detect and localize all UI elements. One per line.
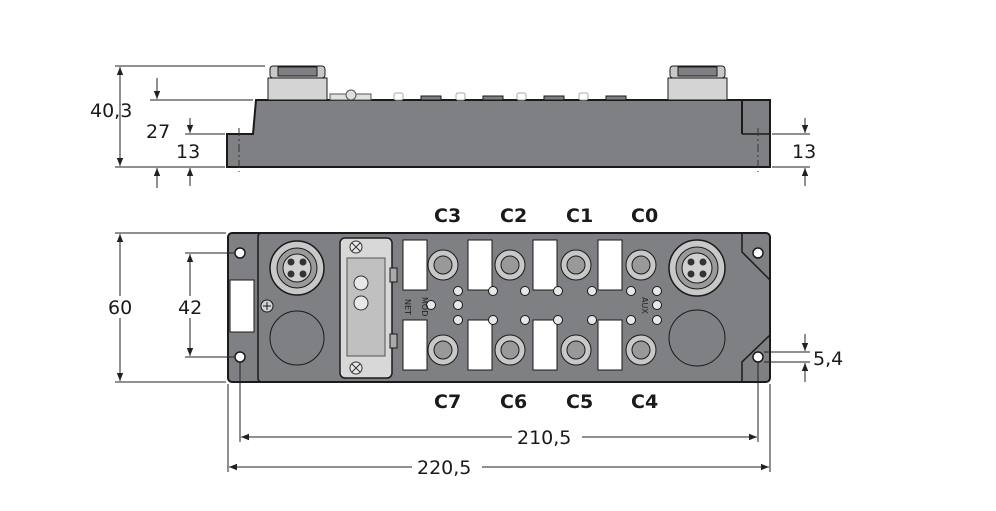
dim-step-left: 13 <box>176 141 200 163</box>
dim-hole-spacing: 42 <box>178 297 202 319</box>
led-label-aux: AUX <box>640 297 649 314</box>
rotary-switch-lsb[interactable] <box>353 295 369 311</box>
port-c1 <box>560 249 592 281</box>
side-leds <box>393 92 589 101</box>
port-label-c7: C7 <box>434 391 461 413</box>
port-label-c5: C5 <box>566 391 593 413</box>
side-housing <box>226 99 771 168</box>
power-connector-in <box>269 240 325 296</box>
io-ports <box>427 249 657 366</box>
label-slot-left <box>229 279 255 333</box>
dim-height: 60 <box>108 297 132 319</box>
port-c3 <box>427 249 459 281</box>
dim-total-height: 40,3 <box>90 100 132 122</box>
dim-step-right: 13 <box>792 141 816 163</box>
dim-body-height: 27 <box>146 121 170 143</box>
port-c7 <box>427 334 459 366</box>
port-label-c2: C2 <box>500 205 527 227</box>
ground-screw-icon <box>260 299 274 313</box>
port-c5 <box>560 334 592 366</box>
port-label-c1: C1 <box>566 205 593 227</box>
side-labels <box>420 95 627 101</box>
port-label-c3: C3 <box>434 205 461 227</box>
label-slots <box>402 239 623 371</box>
side-connector-right <box>667 65 728 101</box>
mounting-holes <box>234 247 764 363</box>
port-c2 <box>494 249 526 281</box>
rotary-switch-msb[interactable] <box>353 275 369 291</box>
blank-cap-right <box>668 309 726 367</box>
dim-hole-diameter: 5,4 <box>813 348 843 370</box>
port-c6 <box>494 334 526 366</box>
port-label-c6: C6 <box>500 391 527 413</box>
led-label-net: NET <box>403 299 412 315</box>
side-connector-left <box>267 65 328 101</box>
status-leds <box>426 286 662 325</box>
side-view: 40,3 27 13 13 <box>90 65 816 188</box>
blank-cap-left <box>269 310 325 366</box>
side-screw <box>329 89 372 101</box>
top-view: NET MOD AUX C3 C2 C1 C0 C7 C6 C5 C4 60 4… <box>105 205 843 479</box>
port-c0 <box>625 249 657 281</box>
led-label-mod: MOD <box>420 297 429 316</box>
dim-length: 220,5 <box>417 457 471 479</box>
power-connector-out <box>668 239 726 297</box>
port-label-c0: C0 <box>631 205 658 227</box>
port-c4 <box>625 334 657 366</box>
port-label-c4: C4 <box>631 391 658 413</box>
rotary-switch-cover[interactable] <box>339 237 398 379</box>
dim-hole-distance: 210,5 <box>517 427 571 449</box>
